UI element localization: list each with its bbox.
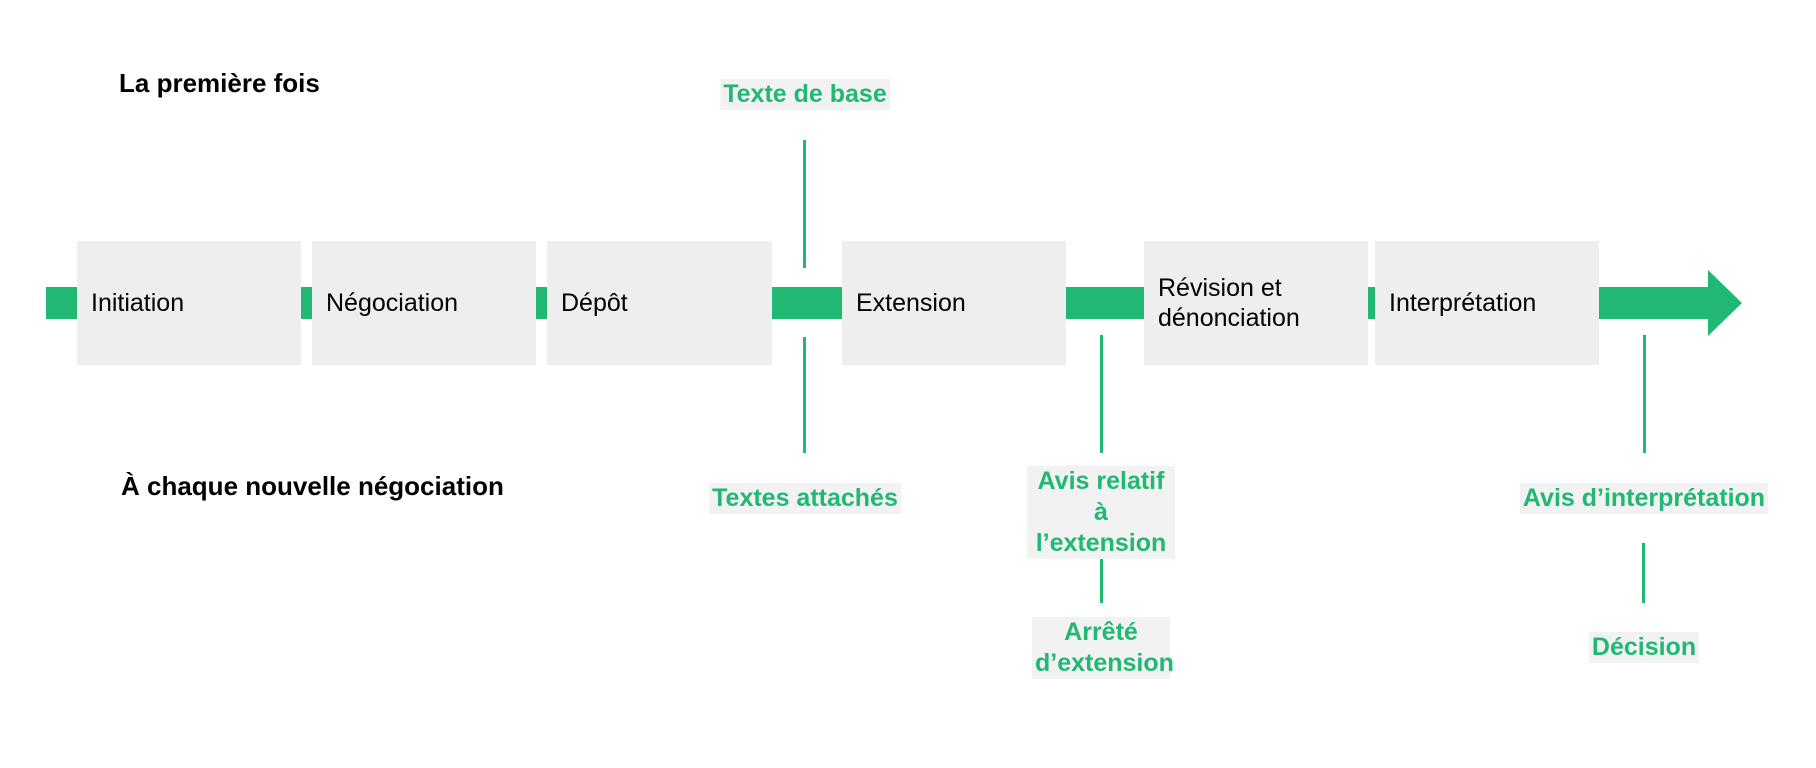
connector-decision <box>1642 543 1645 603</box>
connector-base-text <box>803 140 806 268</box>
stage-revision-label: Révision et dénonciation <box>1158 274 1300 332</box>
stage-interpretation-label: Interprétation <box>1389 289 1537 317</box>
stage-negociation-label: Négociation <box>326 289 459 317</box>
label-decision: Décision <box>1588 632 1700 663</box>
label-interpretation-notice: Avis d’interprétation <box>1519 483 1769 514</box>
label-attached-texts: Textes attachés <box>709 483 901 514</box>
connector-interpretation-notice <box>1643 335 1646 453</box>
stage-interpretation: Interprétation <box>1375 241 1599 365</box>
connector-extension-order <box>1100 543 1103 603</box>
stage-initiation: Initiation <box>77 241 301 365</box>
stage-depot: Dépôt <box>547 241 772 365</box>
label-base-text: Texte de base <box>720 79 890 110</box>
stage-negociation: Négociation <box>312 241 536 365</box>
stage-extension-label: Extension <box>856 289 966 317</box>
connector-extension-notice <box>1100 335 1103 453</box>
heading-each-negotiation: À chaque nouvelle négociation <box>121 471 504 501</box>
stage-depot-label: Dépôt <box>561 289 628 317</box>
stage-revision: Révision et dénonciation <box>1144 241 1368 365</box>
connector-attached-texts <box>803 337 806 453</box>
label-extension-notice: Avis relatif à l’extension <box>1027 466 1175 559</box>
timeline-arrow-head-icon <box>1600 270 1742 336</box>
heading-first-time: La première fois <box>119 68 320 98</box>
stage-initiation-label: Initiation <box>91 289 185 317</box>
label-extension-order: Arrêté d’extension <box>1032 617 1174 679</box>
stage-extension: Extension <box>842 241 1066 365</box>
